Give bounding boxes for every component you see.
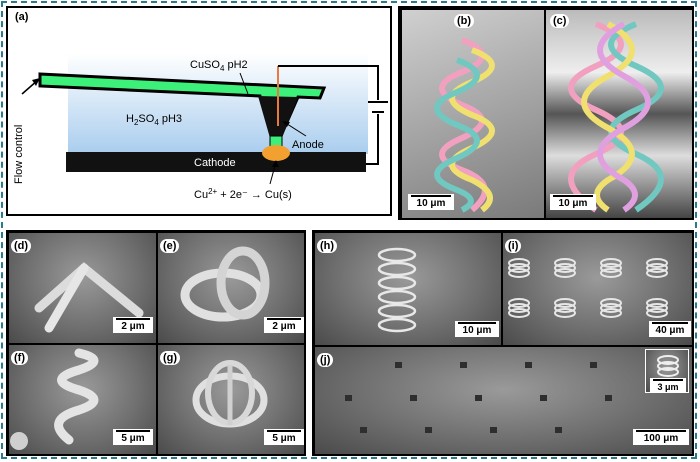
panel-d: (d) 2 μm	[9, 233, 156, 343]
cage-structure	[192, 360, 268, 428]
triple-helix	[434, 37, 495, 213]
cuso4-arrow	[239, 72, 249, 95]
panel-i-label: (i)	[505, 239, 522, 253]
panel-j-scale-bar: 100 μm	[633, 429, 689, 445]
panel-j-inset: 3 μm	[645, 349, 689, 393]
cathode-label: Cathode	[194, 157, 236, 169]
panel-g-scale-bar: 5 μm	[264, 429, 304, 445]
panel-j: (j) 3 μm 100 μm	[315, 347, 692, 454]
panel-j-inset-scale-bar: 3 μm	[650, 378, 686, 392]
panel-f: (f) 5 μm	[9, 345, 156, 454]
single-coil	[377, 247, 417, 333]
panel-c-label: (c)	[550, 14, 570, 28]
copper-deposit	[262, 145, 290, 161]
inset-coil	[657, 355, 679, 377]
panel-a-schematic: Flow control CuSO4 pH2 H2SO4 pH3 Anode C…	[13, 54, 388, 201]
panel-d-label: (d)	[11, 239, 32, 253]
deposit-arrow-head	[272, 160, 279, 167]
spring-structure	[10, 348, 99, 450]
flow-arrow-head	[32, 78, 40, 86]
panel-a: (a)	[6, 6, 392, 216]
cathode-plate	[66, 152, 366, 172]
panel-dg-group: (d) 2 μm (e) 2 μm (f)	[6, 230, 306, 456]
tripod-structure	[34, 262, 144, 333]
panel-e-label: (e)	[160, 239, 180, 253]
reaction-equation: Cu2+ + 2e⁻ → Cu(s)	[194, 187, 292, 201]
anode-label: Anode	[292, 139, 324, 151]
coil-array	[508, 258, 668, 318]
panel-h: (h) 10 μm	[315, 233, 501, 345]
knot-structure	[180, 246, 270, 322]
panel-i: (i) 40 μm	[503, 233, 692, 345]
panel-f-label: (f)	[11, 351, 28, 365]
panel-c: (c) 10 μm	[546, 10, 692, 218]
panel-f-scale-bar: 5 μm	[113, 429, 153, 445]
panel-i-scale-bar: 40 μm	[649, 321, 691, 337]
panel-g: (g) 5 μm	[158, 345, 304, 454]
panel-bc-group: (b) 10 μm (c) 10 μm	[398, 6, 694, 220]
panel-e: (e) 2 μm	[158, 233, 304, 343]
panel-g-label: (g)	[160, 351, 181, 365]
panel-j-label: (j)	[317, 353, 334, 367]
panel-c-scale-bar: 10 μm	[550, 194, 596, 210]
pillar-array	[345, 362, 612, 433]
panel-d-scale-bar: 2 μm	[113, 317, 153, 333]
flow-control-label: Flow control	[13, 125, 25, 184]
h2so4-label: H2SO4 pH3	[126, 113, 182, 127]
panel-h-scale-bar: 10 μm	[455, 321, 499, 337]
panel-b: (b) 10 μm	[402, 10, 544, 218]
panel-h-label: (h)	[317, 239, 338, 253]
cuso4-label: CuSO4 pH2	[190, 59, 248, 73]
panel-b-scale-bar: 10 μm	[408, 194, 454, 210]
quadruple-helix	[568, 21, 664, 213]
circuit-wire	[278, 65, 379, 100]
circuit-wire-lower	[366, 114, 379, 165]
panel-a-label: (a)	[12, 10, 32, 24]
panel-b-label: (b)	[454, 14, 475, 28]
panel-hj-group: (h) 10 μm (i)	[312, 230, 694, 456]
pipette-tip	[269, 135, 283, 147]
solution-bath	[68, 54, 368, 154]
panel-e-scale-bar: 2 μm	[264, 317, 304, 333]
anode-arrow-head	[282, 121, 290, 127]
